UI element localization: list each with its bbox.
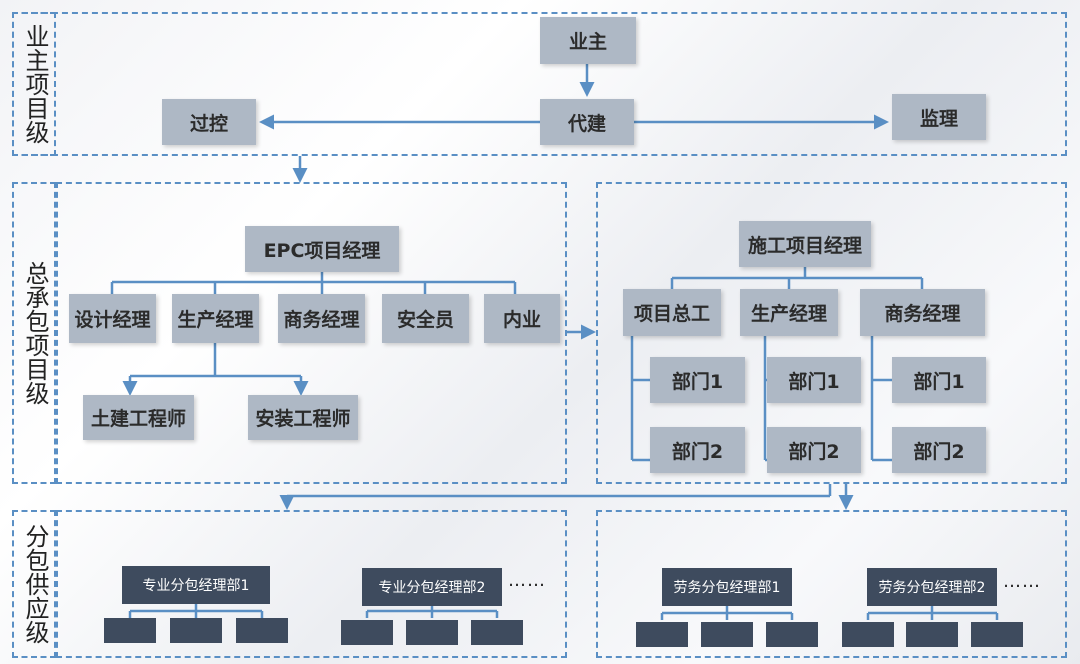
owner-level-label: 业主项目级 bbox=[20, 24, 49, 144]
business-dept1-box: 部门1 bbox=[892, 357, 986, 403]
labor-subcontract-region bbox=[596, 510, 1067, 658]
design-manager-box: 设计经理 bbox=[69, 294, 156, 343]
civil-engineer-box: 土建工程师 bbox=[83, 395, 194, 440]
specialty2-sub-box-2 bbox=[406, 620, 458, 645]
contractor-level-label-cell: 总承包项目级 bbox=[12, 182, 56, 484]
chief-engineer-box: 项目总工 bbox=[623, 289, 721, 336]
specialty1-sub-box-2 bbox=[170, 618, 222, 643]
process-control-box: 过控 bbox=[162, 99, 256, 145]
labor2-sub-box-2 bbox=[906, 622, 958, 647]
labor-dept1-box: 劳务分包经理部1 bbox=[662, 568, 792, 606]
contractor-level-label: 总承包项目级 bbox=[20, 261, 49, 405]
specialty2-sub-box-3 bbox=[471, 620, 523, 645]
labor1-sub-box-3 bbox=[766, 622, 818, 647]
epc-region bbox=[56, 182, 567, 484]
agent-box: 代建 bbox=[540, 99, 634, 145]
owner-box: 业主 bbox=[540, 17, 636, 64]
labor2-sub-box-3 bbox=[971, 622, 1023, 647]
labor-ellipsis: …… bbox=[1003, 571, 1041, 592]
labor1-sub-box-1 bbox=[636, 622, 688, 647]
subcontract-level-label: 分包供应级 bbox=[20, 524, 49, 644]
business-dept2-box: 部门2 bbox=[892, 427, 986, 473]
install-engineer-box: 安装工程师 bbox=[248, 395, 358, 440]
owner-level-label-cell: 业主项目级 bbox=[12, 12, 56, 156]
labor-dept2-box: 劳务分包经理部2 bbox=[867, 568, 997, 606]
epc-manager-box: EPC项目经理 bbox=[245, 226, 399, 272]
subcontract-level-label-cell: 分包供应级 bbox=[12, 510, 56, 658]
chief-dept1-box: 部门1 bbox=[650, 357, 745, 403]
specialty-dept2-box: 专业分包经理部2 bbox=[362, 568, 502, 606]
supervision-box: 监理 bbox=[892, 94, 986, 140]
construction-region bbox=[596, 182, 1067, 484]
labor2-sub-box-1 bbox=[842, 622, 894, 647]
specialty-dept1-box: 专业分包经理部1 bbox=[122, 566, 270, 604]
specialty1-sub-box-1 bbox=[104, 618, 156, 643]
production-manager-box: 生产经理 bbox=[172, 294, 259, 343]
production-dept1-box: 部门1 bbox=[767, 357, 861, 403]
specialty2-sub-box-1 bbox=[341, 620, 393, 645]
specialty1-sub-box-3 bbox=[236, 618, 288, 643]
construction-manager-box: 施工项目经理 bbox=[739, 221, 871, 267]
chief-dept2-box: 部门2 bbox=[650, 427, 745, 473]
specialty-ellipsis: …… bbox=[508, 570, 546, 591]
specialty-subcontract-region bbox=[56, 510, 567, 658]
production-dept2-box: 部门2 bbox=[767, 427, 861, 473]
construction-production-manager-box: 生产经理 bbox=[740, 289, 838, 336]
internal-box: 内业 bbox=[484, 294, 560, 343]
business-manager-box: 商务经理 bbox=[278, 294, 365, 343]
labor1-sub-box-2 bbox=[701, 622, 753, 647]
safety-officer-box: 安全员 bbox=[382, 294, 469, 343]
construction-business-manager-box: 商务经理 bbox=[860, 289, 985, 336]
